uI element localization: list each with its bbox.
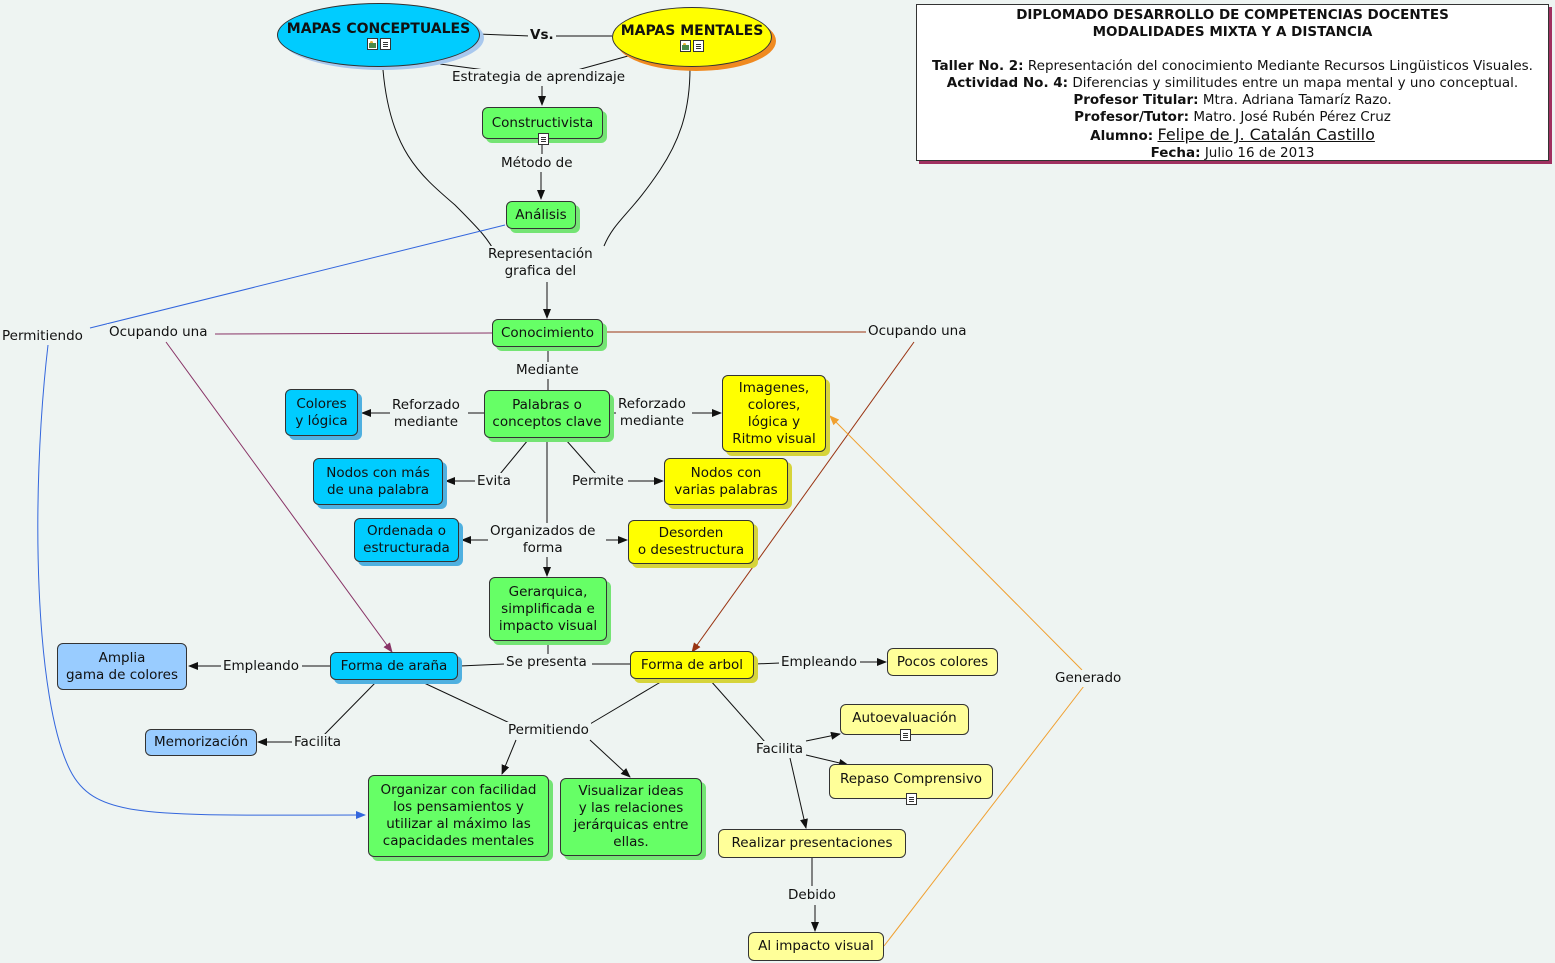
document-icon[interactable] [906,793,917,805]
constructivista-node[interactable]: Constructivista [482,107,603,139]
organizar-label: Organizar con facilidad los pensamientos… [380,782,537,849]
analisis-label: Análisis [515,206,567,223]
forma-arana-node[interactable]: Forma de araña [330,652,458,680]
impacto-node[interactable]: Al impacto visual [748,932,884,961]
conocimiento-label: Conocimiento [501,324,594,341]
se-presenta-label: Se presenta [504,654,589,671]
debido-label: Debido [786,887,838,904]
nodos-mas-node[interactable]: Nodos con más de una palabra [313,458,443,505]
ocupando-left-label: Ocupando una [107,324,210,341]
mediante-label: Mediante [514,362,581,379]
repaso-label: Repaso Comprensivo [839,771,983,787]
document-icon[interactable] [900,729,911,741]
pocos-colores-label: Pocos colores [896,653,989,670]
imagenes-label: Imagenes, colores, lógica y Ritmo visual [732,379,816,447]
info-box: DIPLOMADO DESARROLLO DE COMPETENCIAS DOC… [916,4,1549,161]
forma-arbol-label: Forma de arbol [640,656,744,673]
palabras-node[interactable]: Palabras o conceptos clave [484,390,610,438]
autoevaluacion-label: Autoevaluación [852,710,957,726]
actividad-value: Diferencias y similitudes entre un mapa … [1072,75,1519,91]
mapas-mentales-node[interactable]: MAPAS MENTALES [612,7,772,67]
document-icon[interactable] [538,133,549,145]
empleando-right-label: Empleando [779,654,859,671]
ordenada-label: Ordenada o estructurada [363,523,450,556]
metodo-label: Método de [499,155,575,172]
fecha-value: Julio 16 de 2013 [1204,145,1315,161]
amplia-label: Amplia gama de colores [65,649,178,683]
colores-logica-label: Colores y lógica [295,395,348,429]
facilita-right-label: Facilita [754,741,806,758]
fecha-label: Fecha: [1150,145,1201,161]
ordenada-node[interactable]: Ordenada o estructurada [354,518,459,562]
desorden-node[interactable]: Desorden o desestructura [628,520,754,564]
mapas-conceptuales-node[interactable]: MAPAS CONCEPTUALES [277,3,480,67]
info-title-2: MODALIDADES MIXTA Y A DISTANCIA [1092,24,1373,40]
realizar-label: Realizar presentaciones [731,835,893,851]
profesor-value: Mtra. Adriana Tamaríz Razo. [1202,92,1392,108]
generado-label: Generado [1053,670,1124,687]
conocimiento-node[interactable]: Conocimiento [492,319,603,347]
image-icon[interactable] [680,39,691,52]
forma-arbol-node[interactable]: Forma de arbol [630,651,754,679]
desorden-label: Desorden o desestructura [637,525,745,558]
facilita-left-label: Facilita [292,734,344,751]
pocos-colores-node[interactable]: Pocos colores [887,648,998,676]
tutor-value: Matro. José Rubén Pérez Cruz [1193,109,1391,125]
reforzado-right-label: Reforzado mediante [616,396,688,430]
vs-label: Vs. [528,27,556,44]
ocupando-right-label: Ocupando una [866,323,969,340]
document-icon[interactable] [693,39,704,52]
forma-arana-label: Forma de araña [340,657,448,674]
nodos-varias-label: Nodos con varias palabras [674,464,778,498]
tutor-label: Profesor/Tutor: [1074,109,1190,125]
representacion-label: Representación grafica del [486,246,595,280]
palabras-label: Palabras o conceptos clave [492,397,602,430]
info-title-1: DIPLOMADO DESARROLLO DE COMPETENCIAS DOC… [1016,7,1449,23]
mapas-conceptuales-label: MAPAS CONCEPTUALES [286,20,471,37]
profesor-label: Profesor Titular: [1073,92,1199,108]
amplia-node[interactable]: Amplia gama de colores [57,643,187,690]
realizar-node[interactable]: Realizar presentaciones [718,829,906,858]
organizados-label: Organizados de forma [488,523,598,557]
permitiendo-mid-label: Permitiendo [506,722,591,739]
memorizacion-node[interactable]: Memorización [145,729,257,756]
analisis-node[interactable]: Análisis [506,201,576,229]
memorizacion-label: Memorización [153,734,248,750]
impacto-label: Al impacto visual [758,938,874,954]
permitiendo-left-label: Permitiendo [0,328,85,345]
evita-label: Evita [475,473,513,490]
alumno-value: Felipe de J. Catalán Castillo [1157,125,1375,144]
imagenes-node[interactable]: Imagenes, colores, lógica y Ritmo visual [722,375,826,452]
taller-label: Taller No. 2: [932,58,1024,74]
permite-label: Permite [570,473,626,490]
alumno-label: Alumno: [1090,128,1154,144]
constructivista-label: Constructivista [491,114,594,131]
gerarquica-label: Gerarquica, simplificada e impacto visua… [498,583,598,634]
empleando-left-label: Empleando [221,658,301,675]
estrategia-label: Estrategia de aprendizaje [450,69,628,86]
nodos-mas-label: Nodos con más de una palabra [326,464,430,498]
colores-logica-node[interactable]: Colores y lógica [285,389,358,436]
image-icon[interactable] [366,37,378,50]
mapas-mentales-label: MAPAS MENTALES [620,22,764,39]
nodos-varias-node[interactable]: Nodos con varias palabras [664,458,788,505]
visualizar-node[interactable]: Visualizar ideas y las relaciones jerárq… [560,778,702,856]
organizar-node[interactable]: Organizar con facilidad los pensamientos… [368,775,549,857]
taller-value: Representación del conocimiento Mediante… [1027,58,1533,74]
visualizar-label: Visualizar ideas y las relaciones jerárq… [573,783,689,850]
reforzado-left-label: Reforzado mediante [390,397,462,431]
actividad-label: Actividad No. 4: [946,75,1069,91]
document-icon[interactable] [379,37,391,50]
gerarquica-node[interactable]: Gerarquica, simplificada e impacto visua… [489,577,607,641]
